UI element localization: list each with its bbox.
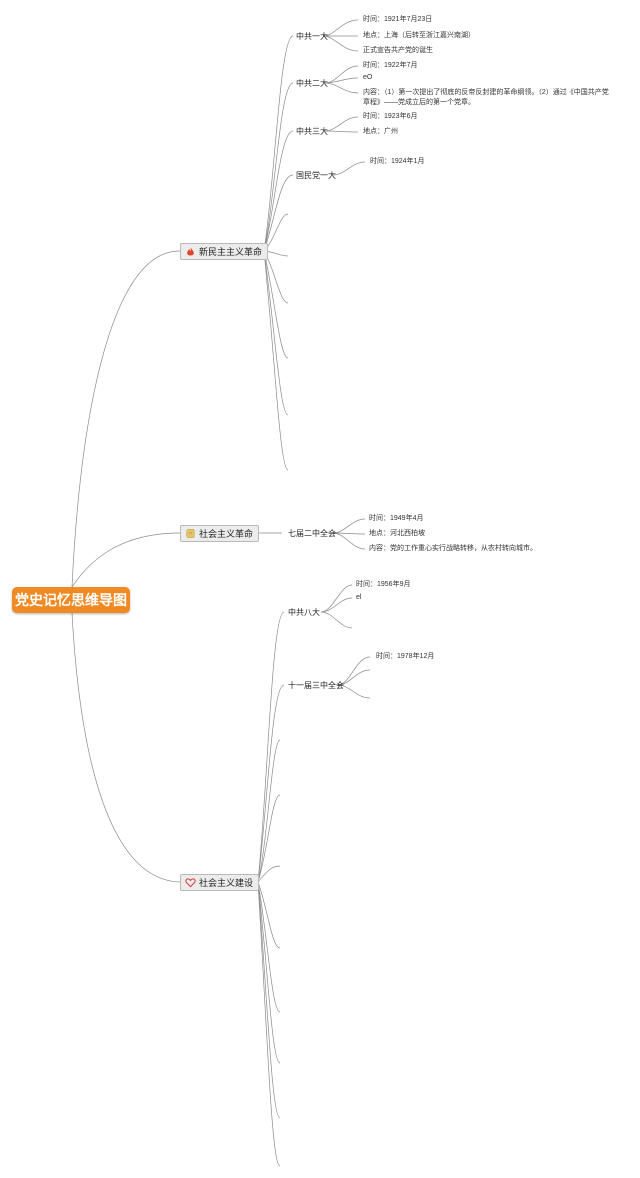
leaf-item: 地点：广州 <box>363 128 398 135</box>
leaf-item: 时间：1924年1月 <box>370 158 425 165</box>
branch-3-connectors <box>257 611 285 1167</box>
topic-cpc-1st-congress[interactable]: 中共一大 <box>296 32 328 41</box>
connector-root-branch-1 <box>71 250 181 588</box>
leaf-item: eO <box>363 74 373 81</box>
scroll-icon <box>185 528 196 539</box>
fire-icon <box>185 246 196 257</box>
topic-kmt-1st-congress[interactable]: 国民党一大 <box>296 171 336 180</box>
root-topic[interactable]: 党史记忆思维导图 <box>12 587 130 613</box>
connector-root-branch-2 <box>71 532 181 588</box>
leaf-item: 时间：1956年9月 <box>356 581 411 588</box>
leaf-item: 时间：1949年4月 <box>369 515 424 522</box>
leaf-item: 时间：1978年12月 <box>376 653 435 660</box>
branch-new-democratic-revolution[interactable]: 新民主主义革命 <box>180 243 269 260</box>
leaf-item: 正式宣告共产党的诞生 <box>363 47 433 54</box>
topic-connectors-1 <box>322 19 366 176</box>
connector-root-branch-3 <box>71 612 181 883</box>
leaf-item: 地点：河北西柏坡 <box>369 530 425 537</box>
heart-icon <box>185 877 196 888</box>
leaf-item: 内容：（1）第一次提出了彻底的反帝反封建的革命纲领。（2）通过《中国共产党章程》… <box>363 89 609 106</box>
topic-cpc-3rd-congress[interactable]: 中共三大 <box>296 127 328 136</box>
branch-label: 新民主主义革命 <box>199 247 263 257</box>
branch-socialist-construction[interactable]: 社会主义建设 <box>180 874 260 891</box>
topic-connectors-2 <box>332 518 366 550</box>
leaf-item: 地点：上海（后转至浙江嘉兴南湖） <box>363 32 475 39</box>
topic-connectors-3 <box>320 584 371 699</box>
branch-1-connectors <box>263 35 294 471</box>
branch-label: 社会主义建设 <box>199 878 254 888</box>
branch-socialist-revolution[interactable]: 社会主义革命 <box>180 525 260 542</box>
leaf-item: 时间：1923年6月 <box>363 113 418 120</box>
topic-cpc-2nd-congress[interactable]: 中共二大 <box>296 79 328 88</box>
topic-3rd-plenum-11th-cc[interactable]: 十一届三中全会 <box>288 681 344 690</box>
topic-2nd-plenum-7th-cc[interactable]: 七届二中全会 <box>288 529 336 538</box>
topic-cpc-8th-congress[interactable]: 中共八大 <box>288 608 320 617</box>
branch-label: 社会主义革命 <box>199 529 254 539</box>
leaf-item: 时间：1922年7月 <box>363 62 418 69</box>
leaf-item: 时间：1921年7月23日 <box>363 16 433 23</box>
leaf-item: 内容：党的工作重心实行战略转移，从农村转向城市。 <box>369 545 537 552</box>
leaf-item: el <box>356 594 362 601</box>
